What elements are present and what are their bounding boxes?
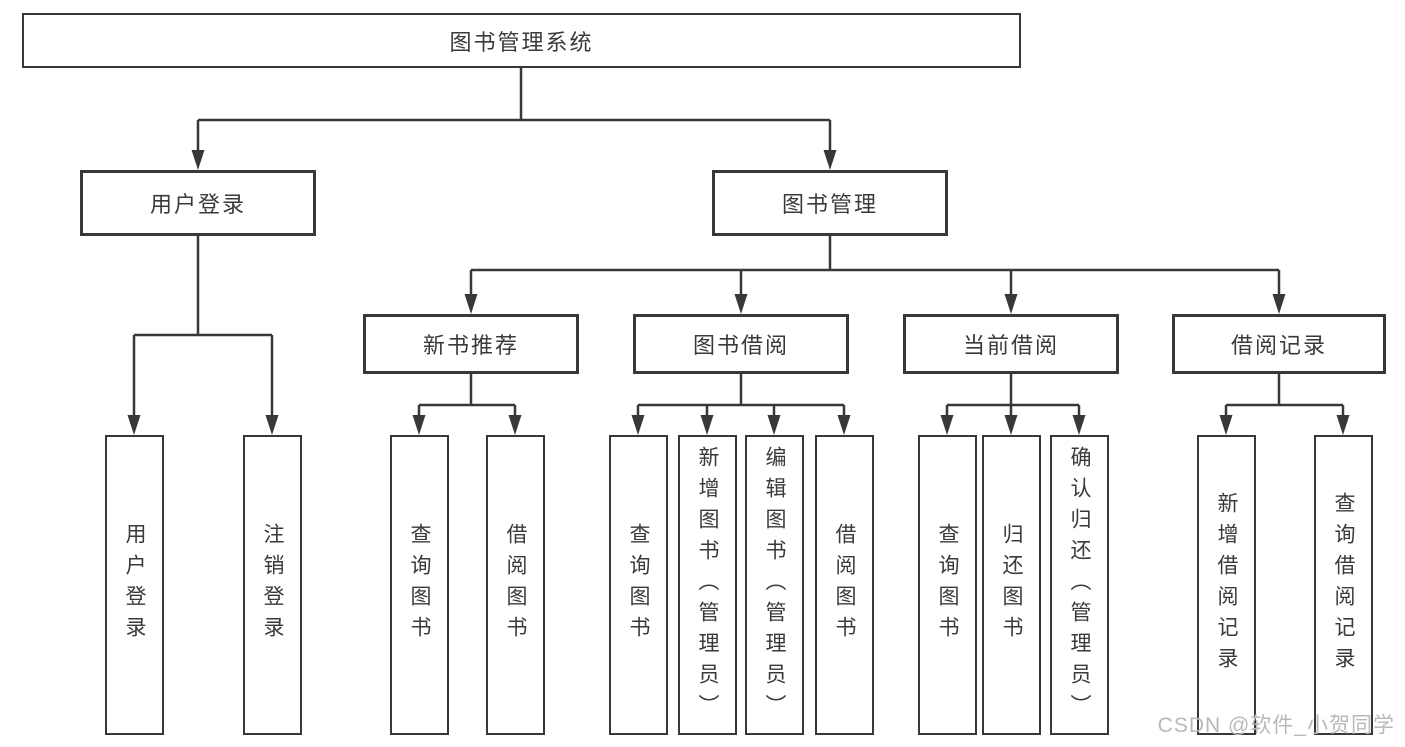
arrowhead — [127, 415, 141, 435]
connector-path-root — [196, 68, 832, 152]
arrowhead — [1272, 294, 1286, 314]
leaf-user-login: 用户登录 — [105, 435, 164, 735]
leaf-add-book-admin: 新增图书（管理员） — [678, 435, 737, 735]
connector-path-user-login — [132, 236, 274, 417]
connector-path-book-management — [469, 236, 1281, 296]
arrowhead — [700, 415, 714, 435]
arrowhead — [265, 415, 279, 435]
leaf-confirm-return-admin: 确认归还（管理员） — [1050, 435, 1109, 735]
leaf-label: 查询图书 — [936, 523, 959, 647]
leaf-label: 查询图书 — [408, 523, 431, 647]
leaf-label: 确认归还（管理员） — [1068, 445, 1091, 725]
arrowhead — [940, 415, 954, 435]
arrowhead — [1072, 415, 1086, 435]
node-book-management: 图书管理 — [712, 170, 948, 236]
leaf-return-book: 归还图书 — [982, 435, 1041, 735]
leaf-label: 编辑图书（管理员） — [763, 445, 786, 725]
leaf-query-books-current: 查询图书 — [918, 435, 977, 735]
leaf-label: 借阅图书 — [833, 523, 856, 647]
node-user-login: 用户登录 — [80, 170, 316, 236]
node-current-borrow: 当前借阅 — [903, 314, 1119, 374]
leaf-label: 查询借阅记录 — [1332, 492, 1355, 678]
leaf-borrow-books-recommend: 借阅图书 — [486, 435, 545, 735]
leaf-query-borrow-record: 查询借阅记录 — [1314, 435, 1373, 735]
leaf-query-books-recommend: 查询图书 — [390, 435, 449, 735]
leaf-label: 新增图书（管理员） — [696, 445, 719, 725]
node-borrow-records: 借阅记录 — [1172, 314, 1386, 374]
leaf-add-borrow-record: 新增借阅记录 — [1197, 435, 1256, 735]
connector-path-borrow-records — [1224, 374, 1345, 417]
node-root: 图书管理系统 — [22, 13, 1021, 68]
node-book-borrow: 图书借阅 — [633, 314, 849, 374]
arrowhead — [1004, 415, 1018, 435]
leaf-logout: 注销登录 — [243, 435, 302, 735]
node-new-book-recommend: 新书推荐 — [363, 314, 579, 374]
arrowhead — [464, 294, 478, 314]
arrowhead — [508, 415, 522, 435]
leaf-label: 注销登录 — [261, 523, 284, 647]
arrowhead — [837, 415, 851, 435]
leaf-edit-book-admin: 编辑图书（管理员） — [745, 435, 804, 735]
arrowhead — [767, 415, 781, 435]
leaf-label: 查询图书 — [627, 523, 650, 647]
arrowhead — [1336, 415, 1350, 435]
leaf-query-books-borrow: 查询图书 — [609, 435, 668, 735]
connector-path-new-books — [417, 374, 517, 417]
connector-path-book-borrow — [636, 374, 846, 417]
leaf-label: 用户登录 — [123, 523, 146, 647]
leaf-label: 借阅图书 — [504, 523, 527, 647]
watermark: CSDN @软件_小贺同学 — [1157, 714, 1395, 737]
connector-path-current-borrow — [945, 374, 1081, 417]
arrowhead — [412, 415, 426, 435]
arrowhead — [1219, 415, 1233, 435]
arrowhead — [191, 150, 205, 170]
arrowhead — [631, 415, 645, 435]
leaf-label: 归还图书 — [1000, 523, 1023, 647]
leaf-borrow-books: 借阅图书 — [815, 435, 874, 735]
leaf-label: 新增借阅记录 — [1215, 492, 1238, 678]
arrowhead — [823, 150, 837, 170]
arrowhead — [734, 294, 748, 314]
arrowhead — [1004, 294, 1018, 314]
